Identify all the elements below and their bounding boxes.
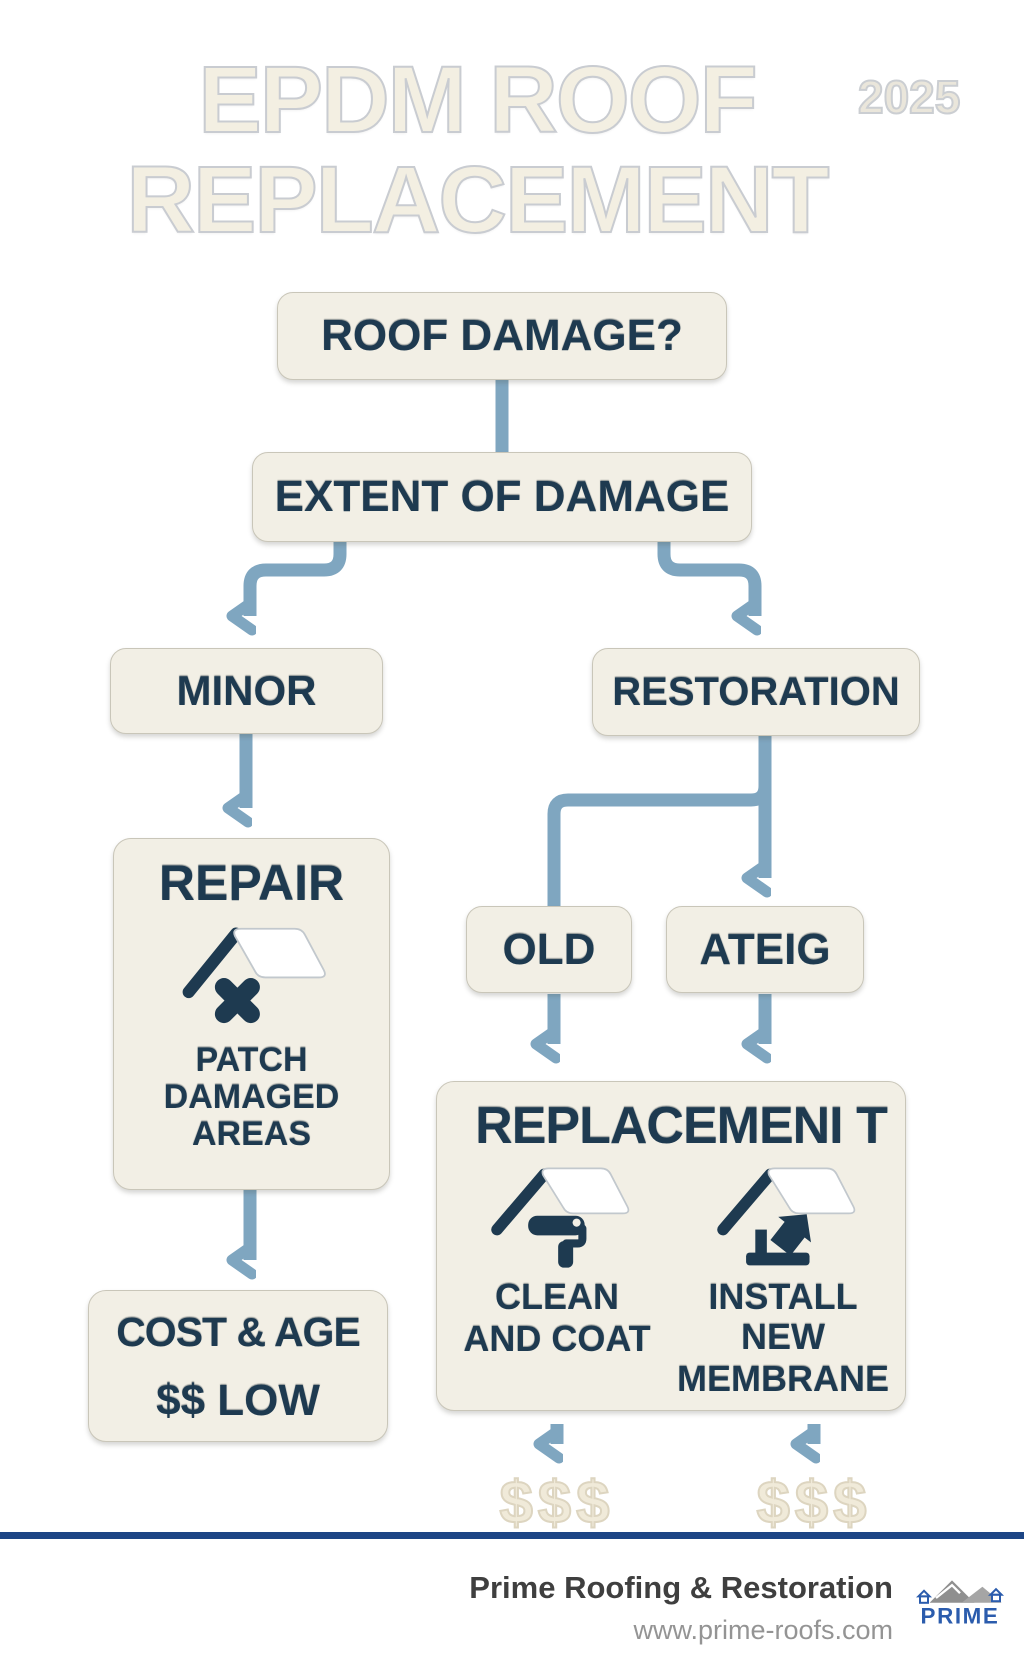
node-cost-age: COST & AGE $$ LOW	[88, 1290, 388, 1442]
node-minor: MINOR	[110, 648, 383, 734]
node-repair: REPAIR PATCH DAMAGED AREAS	[113, 838, 390, 1190]
footer-divider	[0, 1532, 1024, 1539]
website-url: www.prime-roofs.com	[633, 1615, 893, 1645]
node-minor-label: MINOR	[176, 667, 317, 714]
replacement-title: REPLACEMENI T	[475, 1097, 888, 1155]
node-restoration-label: RESTORATION	[612, 669, 900, 714]
cost-low-value: $$ LOW	[156, 1376, 320, 1425]
connector-restoration-old	[547, 734, 772, 912]
page-title-line1: EPDM ROOF	[197, 47, 758, 153]
prime-logo: PRIME	[912, 1574, 1008, 1635]
cost-age-label: COST & AGE	[116, 1309, 361, 1355]
roof-membrane-icon	[663, 1158, 903, 1275]
node-roof-damage-label: ROOF DAMAGE?	[321, 311, 683, 360]
year-label: 2025	[857, 70, 961, 124]
page-title-line2: REPLACEMENT	[125, 147, 830, 253]
connector-extent-restoration	[657, 540, 762, 616]
node-roof-damage: ROOF DAMAGE?	[277, 292, 727, 380]
option-caption-line1: INSTALL NEW	[708, 1276, 858, 1357]
cost-dollars-clean-coat: $$$	[498, 1468, 615, 1537]
logo-house-left	[915, 1589, 933, 1604]
node-restoration: RESTORATION	[592, 648, 920, 736]
logo-house-right	[987, 1587, 1005, 1603]
node-extent-label: EXTENT OF DAMAGE	[274, 472, 730, 521]
node-extent-of-damage: EXTENT OF DAMAGE	[252, 452, 752, 542]
option-install-membrane: INSTALL NEW MEMBRANE	[663, 1158, 903, 1399]
cost-dollars-membrane: $$$	[755, 1468, 872, 1537]
option-clean-and-coat: CLEAN AND COAT	[445, 1158, 669, 1359]
node-old-label: OLD	[502, 924, 596, 974]
node-ateig-label: ATEIG	[699, 924, 831, 974]
company-name: Prime Roofing & Restoration	[469, 1570, 893, 1605]
footer-text: Prime Roofing & Restoration www.prime-ro…	[469, 1570, 893, 1646]
repair-caption-line1: PATCH	[195, 1041, 308, 1079]
node-ateig: ATEIG	[666, 906, 864, 993]
roof-patch-icon	[172, 919, 332, 1036]
connector-extent-minor	[250, 540, 347, 616]
logo-wordmark: PRIME	[921, 1604, 1000, 1629]
repair-caption-line2: DAMAGED	[163, 1078, 340, 1116]
roof-roller-icon	[445, 1158, 669, 1275]
node-old: OLD	[466, 906, 632, 993]
logo-roof-large	[929, 1580, 975, 1603]
node-replacement: REPLACEMENI T CLEAN AND COAT	[436, 1081, 906, 1411]
repair-title: REPAIR	[158, 855, 345, 911]
option-caption-line2: AND COAT	[463, 1318, 651, 1359]
option-caption-line1: CLEAN	[495, 1276, 619, 1317]
page-title: EPDM ROOF REPLACEMENT	[0, 47, 954, 253]
option-caption-line2: MEMBRANE	[677, 1358, 889, 1399]
repair-caption-line3: AREAS	[191, 1115, 312, 1153]
